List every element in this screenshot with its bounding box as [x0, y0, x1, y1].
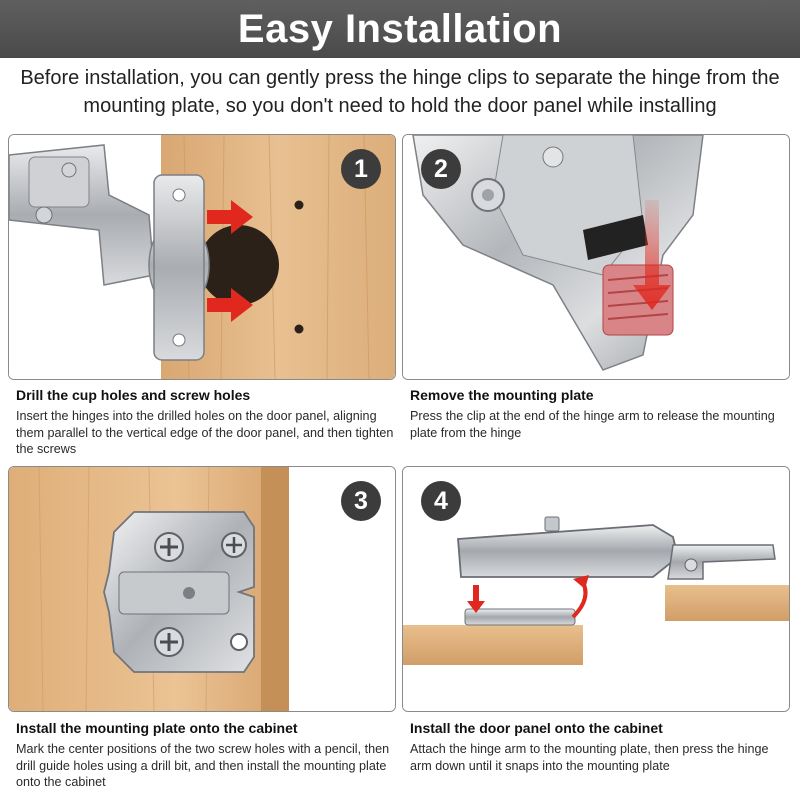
- step-title: Install the door panel onto the cabinet: [410, 720, 663, 736]
- step-description: Mark the center positions of the two scr…: [16, 742, 390, 789]
- door-attach-illustration: [403, 467, 789, 711]
- red-arrow-icon: [207, 200, 253, 322]
- page-title: Easy Installation: [237, 6, 563, 51]
- hinge-clip-release-illustration: [403, 135, 789, 379]
- step-4-caption: Install the door panel onto the cabinet …: [410, 719, 790, 774]
- step-description: Press the clip at the end of the hinge a…: [410, 409, 775, 440]
- step-3-caption: Install the mounting plate onto the cabi…: [16, 719, 396, 791]
- step-description: Attach the hinge arm to the mounting pla…: [410, 742, 769, 773]
- down-arrow-icon: [633, 200, 671, 310]
- step-description: Insert the hinges into the drilled holes…: [16, 409, 394, 456]
- step-1-image: 1: [8, 134, 396, 380]
- step-2-caption: Remove the mounting plate Press the clip…: [410, 386, 790, 441]
- mounting-plate-illustration: [9, 467, 395, 711]
- screw-icon: [154, 532, 248, 657]
- step-1-caption: Drill the cup holes and screw holes Inse…: [16, 386, 396, 458]
- red-arrow-icon: [467, 575, 589, 619]
- step-title: Install the mounting plate onto the cabi…: [16, 720, 298, 736]
- step-4-image: 4: [402, 466, 790, 712]
- title-banner: Easy Installation: [0, 0, 800, 58]
- step-number-badge: 2: [421, 149, 461, 189]
- step-number-badge: 3: [341, 481, 381, 521]
- step-3-image: 3: [8, 466, 396, 712]
- hinge-cup-insert-illustration: [9, 135, 395, 379]
- step-2-image: 2: [402, 134, 790, 380]
- intro-text: Before installation, you can gently pres…: [20, 67, 780, 117]
- step-title: Remove the mounting plate: [410, 387, 594, 403]
- step-number-badge: 1: [341, 149, 381, 189]
- clip-icon: [602, 264, 674, 336]
- step-title: Drill the cup holes and screw holes: [16, 387, 251, 403]
- step-number-badge: 4: [421, 481, 461, 521]
